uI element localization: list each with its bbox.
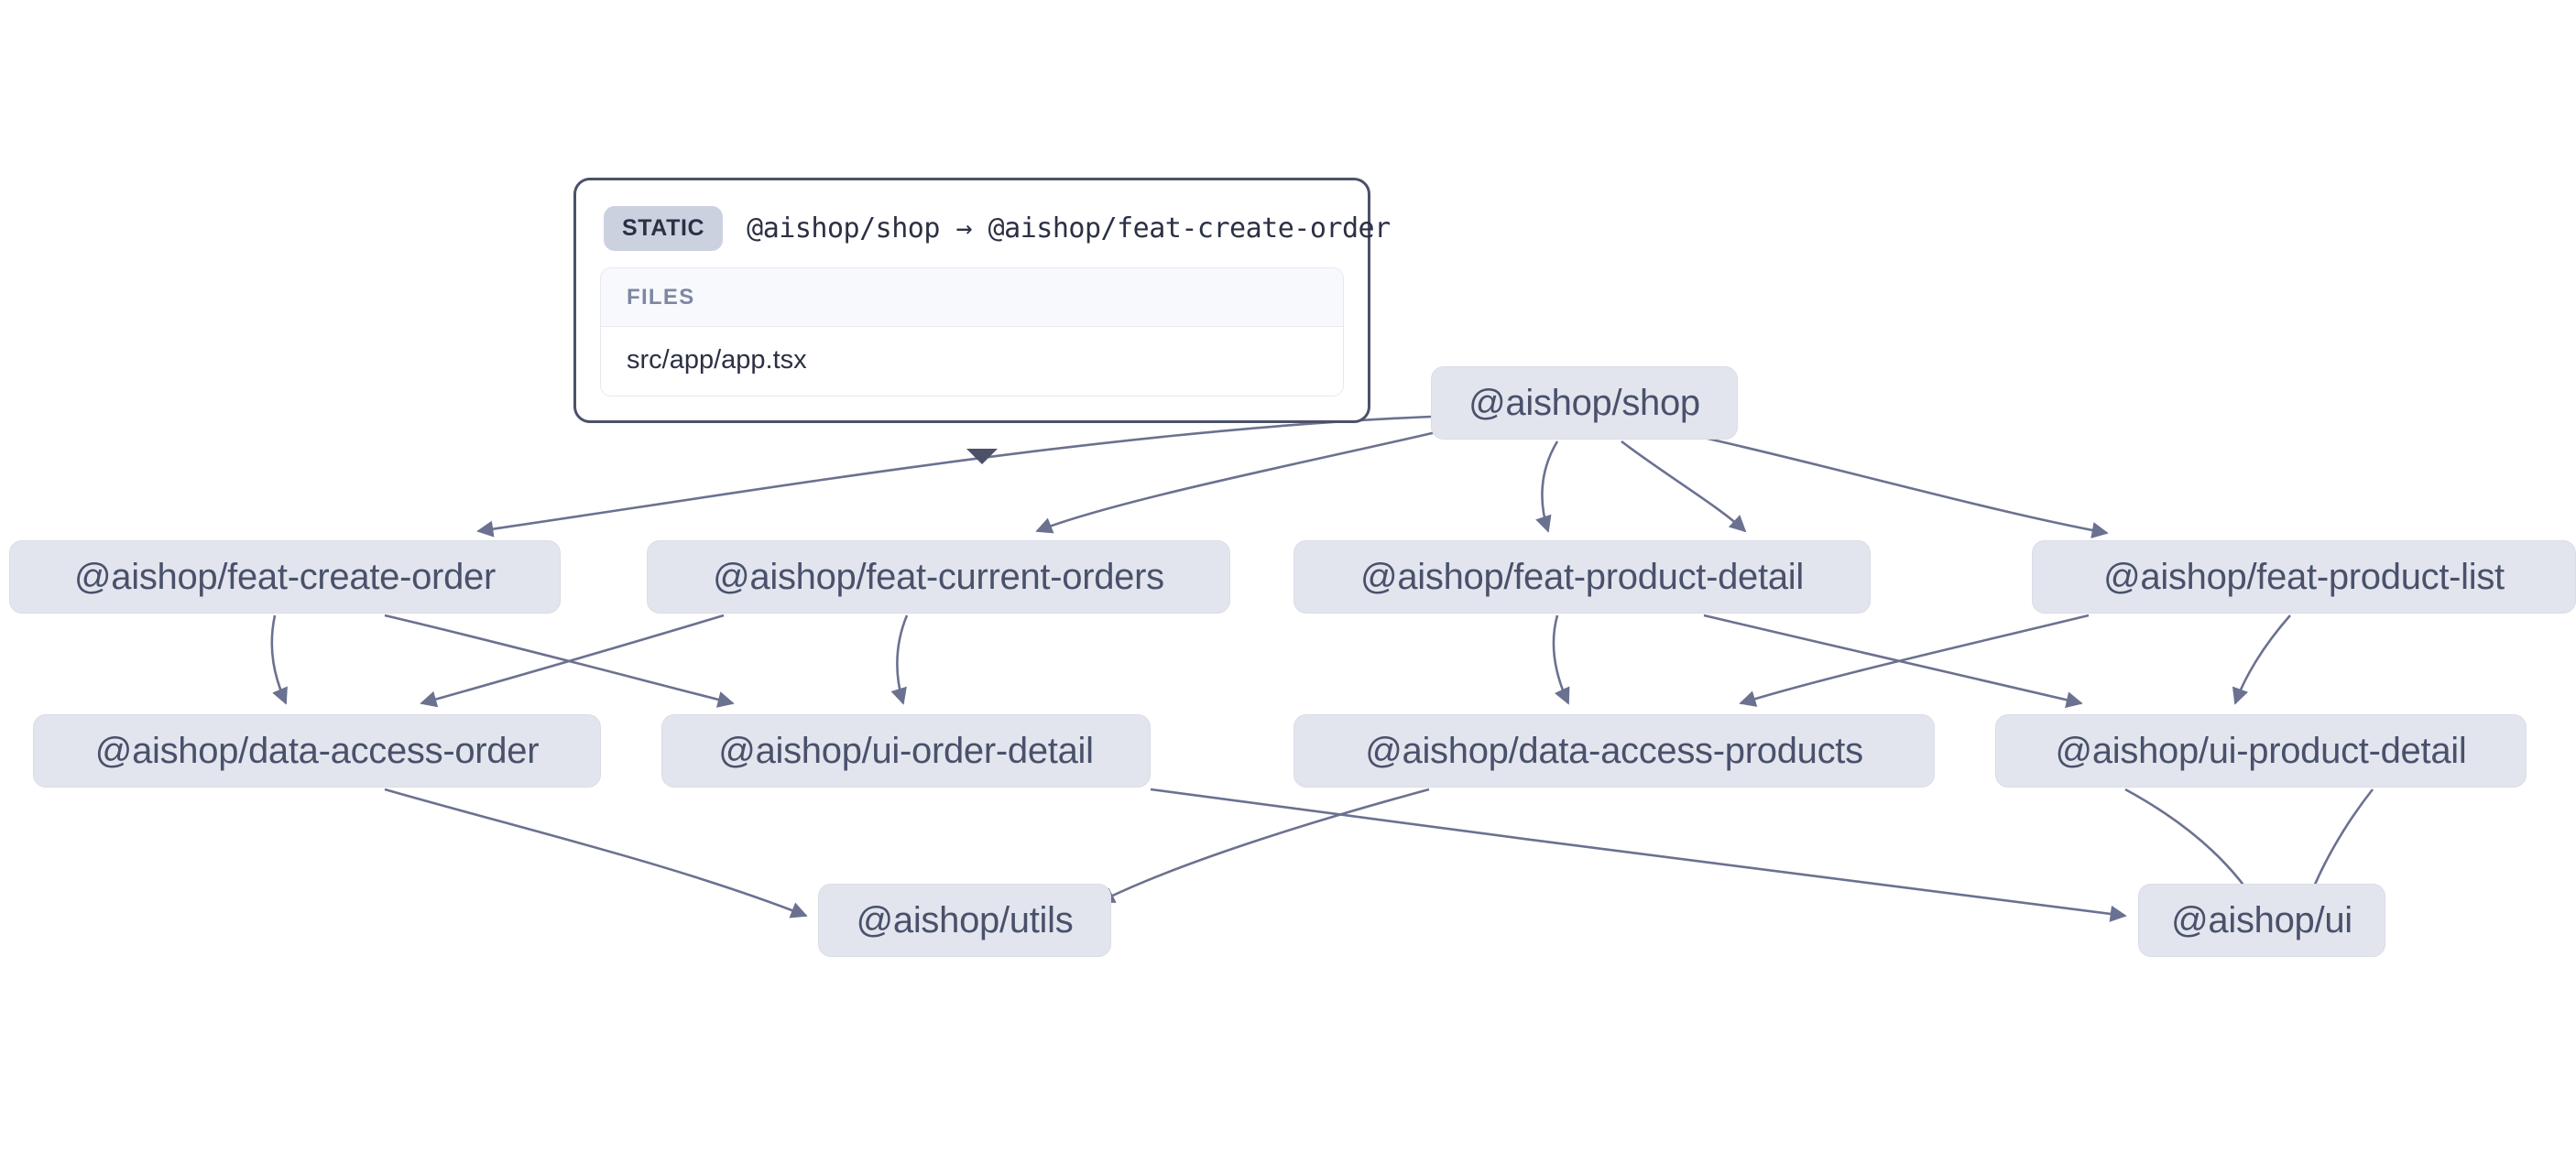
graph-node-utils[interactable]: @aishop/utils xyxy=(818,884,1111,957)
graph-node-label: @aishop/data-access-products xyxy=(1365,730,1863,771)
graph-node-label: @aishop/utils xyxy=(856,899,1074,940)
graph-node-ui-product-detail[interactable]: @aishop/ui-product-detail xyxy=(1995,714,2527,788)
edge-feat-product-detail-to-data-access-products xyxy=(1552,614,1570,705)
graph-node-label: @aishop/feat-product-list xyxy=(2103,556,2505,597)
edge-shop-to-feat-product-list xyxy=(1703,436,2109,538)
graph-node-ui-order-detail[interactable]: @aishop/ui-order-detail xyxy=(661,714,1151,788)
files-panel-header: FILES xyxy=(601,268,1343,327)
edge-feat-product-list-to-data-access-products xyxy=(1739,614,2090,707)
edge-data-access-products-to-utils xyxy=(1097,788,1430,904)
edge-feat-product-list-to-ui-product-detail xyxy=(2232,614,2291,705)
edge-feat-create-order-to-data-access-order xyxy=(270,614,288,705)
graph-node-ui[interactable]: @aishop/ui xyxy=(2138,884,2385,957)
graph-node-feat-create-order[interactable]: @aishop/feat-create-order xyxy=(9,540,561,614)
graph-node-data-access-order[interactable]: @aishop/data-access-order xyxy=(33,714,601,788)
graph-node-label: @aishop/ui-order-detail xyxy=(718,730,1094,771)
tooltip-header: STATIC @aishop/shop → @aishop/feat-creat… xyxy=(600,201,1391,267)
edge-ui-order-detail-to-ui xyxy=(1150,788,2127,922)
edge-feat-current-orders-to-data-access-order xyxy=(420,614,725,708)
graph-node-shop[interactable]: @aishop/shop xyxy=(1431,366,1738,440)
graph-node-feat-product-list[interactable]: @aishop/feat-product-list xyxy=(2032,540,2576,614)
graph-node-label: @aishop/data-access-order xyxy=(94,730,540,771)
edge-data-access-order-to-utils xyxy=(384,788,808,918)
edge-feat-product-detail-to-ui-product-detail xyxy=(1703,614,2083,709)
edge-feat-current-orders-to-ui-order-detail xyxy=(890,614,909,705)
graph-node-feat-current-orders[interactable]: @aishop/feat-current-orders xyxy=(647,540,1230,614)
edge-shop-to-feat-current-orders xyxy=(1035,429,1445,534)
graph-node-label: @aishop/shop xyxy=(1468,382,1700,423)
files-list: src/app/app.tsx xyxy=(601,327,1343,396)
edge-title: @aishop/shop → @aishop/feat-create-order xyxy=(747,212,1391,245)
edge-shop-to-feat-product-detail-alt xyxy=(1621,440,1747,533)
graph-node-data-access-products[interactable]: @aishop/data-access-products xyxy=(1293,714,1935,788)
files-panel: FILES src/app/app.tsx xyxy=(600,267,1344,397)
file-row[interactable]: src/app/app.tsx xyxy=(601,327,1343,396)
static-badge: STATIC xyxy=(604,206,724,251)
edge-shop-to-feat-product-detail xyxy=(1535,440,1559,533)
graph-node-label: @aishop/ui xyxy=(2171,899,2352,940)
tooltip-pointer-icon xyxy=(966,449,998,464)
graph-node-label: @aishop/feat-product-detail xyxy=(1360,556,1804,597)
graph-node-label: @aishop/ui-product-detail xyxy=(2055,730,2467,771)
graph-node-label: @aishop/feat-create-order xyxy=(73,556,496,597)
edge-detail-tooltip[interactable]: STATIC @aishop/shop → @aishop/feat-creat… xyxy=(573,178,1391,464)
edge-feat-create-order-to-ui-order-detail xyxy=(384,614,735,708)
graph-node-label: @aishop/feat-current-orders xyxy=(713,556,1164,597)
graph-node-feat-product-detail[interactable]: @aishop/feat-product-detail xyxy=(1293,540,1871,614)
edge-shop-to-feat-create-order xyxy=(476,415,1432,538)
